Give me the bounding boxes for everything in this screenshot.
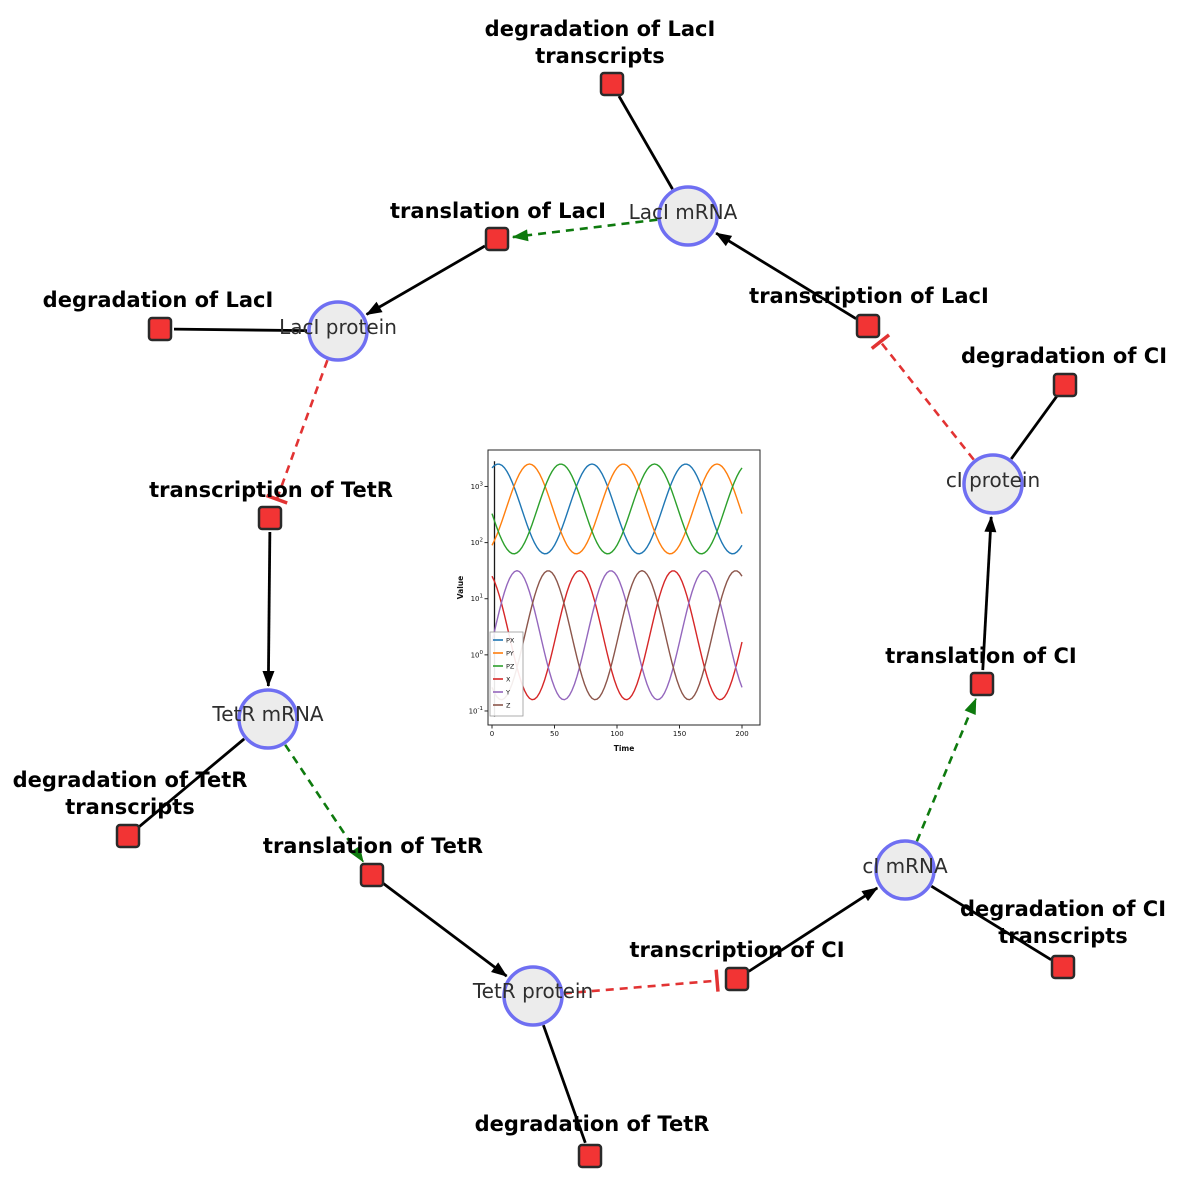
species-label-laci_protein: LacI protein <box>279 315 397 339</box>
species-node-laci_mrna <box>657 185 719 247</box>
species-node-tetr_mrna <box>237 688 299 750</box>
edge-product-transcription_ci-to-ci_mrna <box>747 886 879 973</box>
species-node-ci_mrna <box>874 839 936 901</box>
y-tick-label: 100 <box>471 650 484 660</box>
series-Y <box>491 569 743 701</box>
node-layer <box>115 71 1078 1169</box>
edge-plain-laci_protein-to-deg_laci <box>173 327 308 333</box>
y-tick-label: 103 <box>471 481 484 491</box>
series-PY <box>491 463 743 555</box>
species-label-tetr_protein: TetR protein <box>472 979 593 1003</box>
reaction-label-translation_tetr: translation of TetR <box>263 834 483 858</box>
edge-product-transcription_tetr-to-tetr_mrna <box>262 531 275 688</box>
reaction-node-translation_laci <box>484 226 510 252</box>
species-label-laci_mrna: LacI mRNA <box>629 200 738 224</box>
species-node-ci_protein <box>962 453 1024 515</box>
series-X <box>491 569 743 701</box>
reaction-node-deg_tetr <box>577 1143 603 1169</box>
edge-plain-tetr_protein-to-deg_tetr <box>542 1024 587 1144</box>
reaction-node-translation_tetr <box>359 862 385 888</box>
x-tick-label: 200 <box>735 730 748 738</box>
edge-inhibition-tetr_protein-to-transcription_ci <box>563 969 720 995</box>
plot-frame <box>487 449 761 726</box>
reaction-node-deg_ci_tx <box>1050 954 1076 980</box>
legend-label-X: X <box>506 675 511 683</box>
reaction-node-translation_ci <box>969 671 995 697</box>
x-tick-label: 0 <box>490 730 494 738</box>
edge-product-translation_ci-to-ci_protein <box>981 515 997 671</box>
y-axis-label: Value <box>456 576 465 599</box>
edge-plain-ci_mrna-to-deg_ci_tx <box>930 885 1052 961</box>
edge-modifier-laci_mrna-to-translation_laci <box>511 218 658 242</box>
series-PX <box>491 463 743 555</box>
species-label-tetr_mrna: TetR mRNA <box>211 702 324 726</box>
edge-modifier-tetr_mrna-to-translation_tetr <box>284 744 365 863</box>
legend-label-PZ: PZ <box>506 662 515 670</box>
edge-plain-laci_mrna-to-deg_laci_tx <box>617 95 674 190</box>
reaction-label-deg_tetr: degradation of TetR <box>475 1112 710 1136</box>
reaction-label-transcription_tetr: transcription of TetR <box>149 478 393 502</box>
species-label-ci_mrna: cI mRNA <box>862 854 948 878</box>
y-tick-label: 102 <box>471 538 483 548</box>
edge-product-translation_tetr-to-tetr_protein <box>382 882 508 978</box>
species-label-ci_protein: cI protein <box>946 468 1040 492</box>
x-tick-label: 50 <box>550 730 559 738</box>
x-axis-label: Time <box>614 744 635 753</box>
edge-inhibition-laci_protein-to-transcription_tetr <box>265 359 329 505</box>
reaction-node-transcription_tetr <box>257 505 283 531</box>
species-node-tetr_protein <box>502 965 564 1027</box>
x-tick-label: 100 <box>610 730 623 738</box>
y-tick-label: 10-1 <box>469 706 483 716</box>
y-tick-label: 101 <box>471 594 483 604</box>
legend-label-PY: PY <box>506 649 514 657</box>
series-Z <box>491 569 743 701</box>
reaction-label-translation_ci: translation of CI <box>885 644 1076 668</box>
edge-plain-tetr_mrna-to-deg_tetr_tx <box>137 737 246 829</box>
x-tick-label: 150 <box>673 730 686 738</box>
legend-label-Y: Y <box>505 688 510 696</box>
reaction-label-deg_ci: degradation of CI <box>961 344 1167 368</box>
edge-layer <box>137 95 1058 1144</box>
reaction-node-deg_ci <box>1052 372 1078 398</box>
legend-label-Z: Z <box>506 701 511 709</box>
edge-product-translation_laci-to-laci_protein <box>365 244 486 316</box>
series-PZ <box>491 463 743 555</box>
reaction-label-transcription_laci: transcription of LacI <box>749 284 989 308</box>
reaction-label-translation_laci: translation of LacI <box>390 199 606 223</box>
reaction-node-deg_laci <box>147 316 173 342</box>
reaction-label-deg_laci: degradation of LacI <box>43 288 274 312</box>
edge-modifier-ci_mrna-to-translation_ci <box>915 697 978 842</box>
reaction-node-transcription_ci <box>724 966 750 992</box>
species-node-laci_protein <box>307 300 369 362</box>
reaction-node-deg_laci_tx <box>599 71 625 97</box>
reaction-node-transcription_laci <box>855 313 881 339</box>
legend-label-PX: PX <box>506 636 515 644</box>
reaction-label-transcription_ci: transcription of CI <box>629 938 844 962</box>
legend-box <box>489 631 524 717</box>
edge-plain-ci_protein-to-deg_ci <box>1010 395 1058 460</box>
edge-inhibition-ci_protein-to-transcription_laci <box>870 333 975 461</box>
edge-product-transcription_laci-to-laci_mrna <box>715 232 857 320</box>
reaction-node-deg_tetr_tx <box>115 823 141 849</box>
